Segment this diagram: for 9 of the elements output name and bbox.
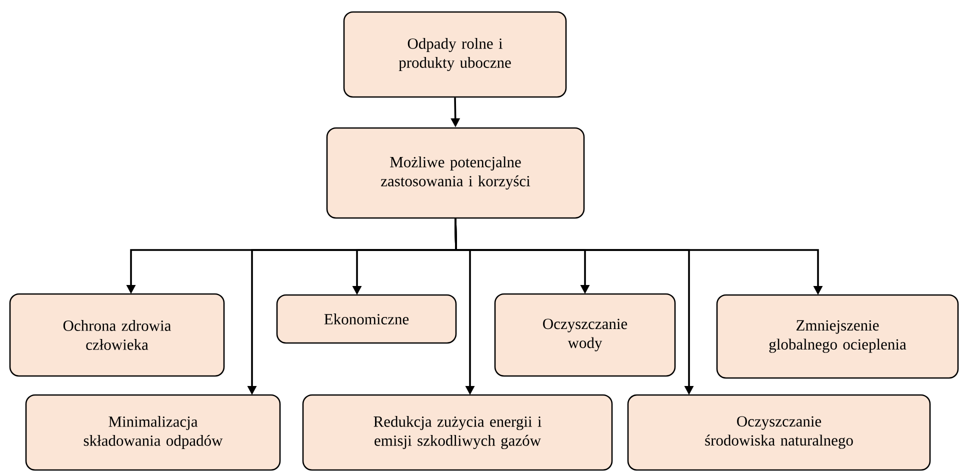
process-box: Ekonomiczne [276,294,457,344]
process-box: Zmniejszenie globalnego ocieplenia [716,294,959,379]
process-box: Oczyszczanie środowiska naturalnego [627,394,931,471]
process-box: Ochrona zdrowia człowieka [9,293,225,377]
process-box: Możliwe potencjalne zastosowania i korzyści [326,127,585,219]
process-box: Redukcja zużycia energii i emisji szkodliwych gazów [302,394,613,471]
process-box: Minimalizacja składowania odpadów [25,394,281,471]
process-box: Odpady rolne i produkty uboczne [343,11,567,98]
process-box: Oczyszczanie wody [494,293,676,377]
